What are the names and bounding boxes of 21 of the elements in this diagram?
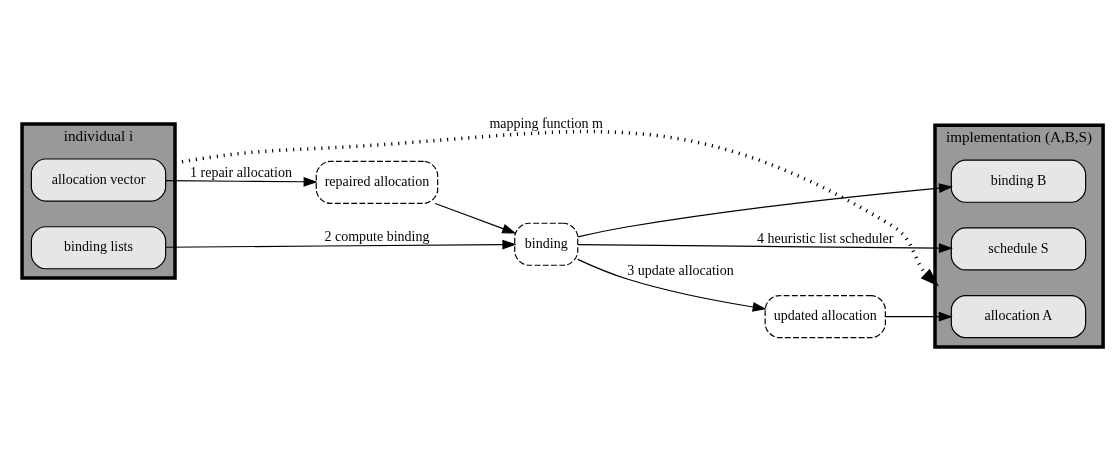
edge-label: 2 compute binding [324,228,430,244]
arrow [577,242,953,253]
node-box: binding [514,222,579,266]
node-box: binding lists [30,225,167,269]
node-box: binding B [950,159,1087,203]
edge-label: 4 heuristic list scheduler [757,230,894,246]
node-box: schedule S [950,226,1087,271]
arrow [165,239,517,249]
arrow [577,258,767,312]
node-box: repaired allocation [315,160,439,204]
node-box: allocation vector [30,157,167,202]
arrow [174,129,939,286]
arrow [885,311,953,322]
node-box: updated allocation [764,294,886,338]
edge-label: mapping function m [489,115,604,131]
arrow [434,202,517,234]
node-box: allocation A [950,294,1087,338]
arrow [165,176,318,187]
edge-label: 1 repair allocation [190,164,292,180]
edge-label: 3 update allocation [627,262,734,278]
arrow [577,182,953,237]
